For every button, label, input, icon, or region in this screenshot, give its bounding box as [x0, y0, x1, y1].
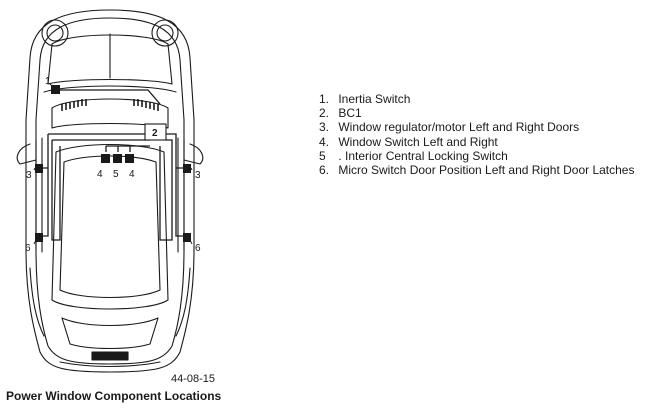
- leader-lines: [33, 83, 193, 245]
- mirror-right: [183, 143, 204, 165]
- callout-1: 1: [45, 76, 51, 87]
- window-switch-left: [101, 154, 110, 163]
- wiring-harness: [40, 89, 184, 241]
- callout-2: 2: [152, 128, 158, 139]
- callout-3-left: 3: [26, 170, 32, 181]
- roof-outline: [51, 144, 169, 310]
- mirror-left: [16, 143, 37, 165]
- legend-item: 4. Window Switch Left and Right: [319, 134, 498, 149]
- cowl-line: [43, 85, 177, 93]
- headlamp-left-inner: [46, 24, 64, 42]
- legend-item: 5 . Interior Central Locking Switch: [319, 148, 508, 163]
- roof-inner: [59, 155, 161, 298]
- callout-6-right: 6: [195, 243, 201, 254]
- legend-item: 1. Inertia Switch: [319, 92, 411, 106]
- rear-bumper: [59, 361, 161, 368]
- component-legend: 1. Inertia Switch 2. BC1 3. Window regul…: [319, 92, 634, 177]
- figure-caption: Power Window Component Locations: [6, 389, 222, 403]
- figure-reference: 44-08-15: [171, 373, 216, 385]
- headlamp-right-inner: [156, 24, 174, 42]
- window-motor-right: [183, 164, 191, 173]
- legend-item: 6. Micro Switch Door Position Left and R…: [319, 163, 635, 178]
- callout-5: 5: [113, 169, 119, 180]
- bc1-module: [144, 123, 167, 141]
- car-body-outline: [25, 9, 195, 373]
- vent-grille: [61, 99, 159, 111]
- car-body-inner-line: [35, 17, 185, 365]
- door-latch-switch-right: [183, 233, 191, 242]
- callout-4-left: 4: [97, 169, 103, 180]
- window-switch-right: [125, 154, 134, 163]
- windscreen: [51, 98, 169, 129]
- callout-4-right: 4: [129, 169, 135, 180]
- rear-window: [61, 317, 159, 350]
- legend-item: 2. BC1: [319, 106, 362, 121]
- legend-item: 3. Window regulator/motor Left and Right…: [319, 120, 580, 135]
- door-line-right: [177, 137, 185, 253]
- hood-outline: [47, 34, 173, 85]
- window-motor-left: [35, 164, 43, 173]
- door-latch-switch-left: [35, 233, 43, 242]
- rear-quarter-right: [175, 267, 191, 337]
- rear-quarter-left: [29, 267, 45, 337]
- rear-plate: [91, 351, 129, 361]
- callout-3-right: 3: [195, 170, 201, 181]
- headlamp-right: [151, 19, 179, 47]
- headlamp-left: [41, 19, 69, 47]
- inertia-switch: [51, 85, 60, 94]
- interior-central-locking-switch: [113, 154, 122, 163]
- callout-6-left: 6: [25, 243, 31, 254]
